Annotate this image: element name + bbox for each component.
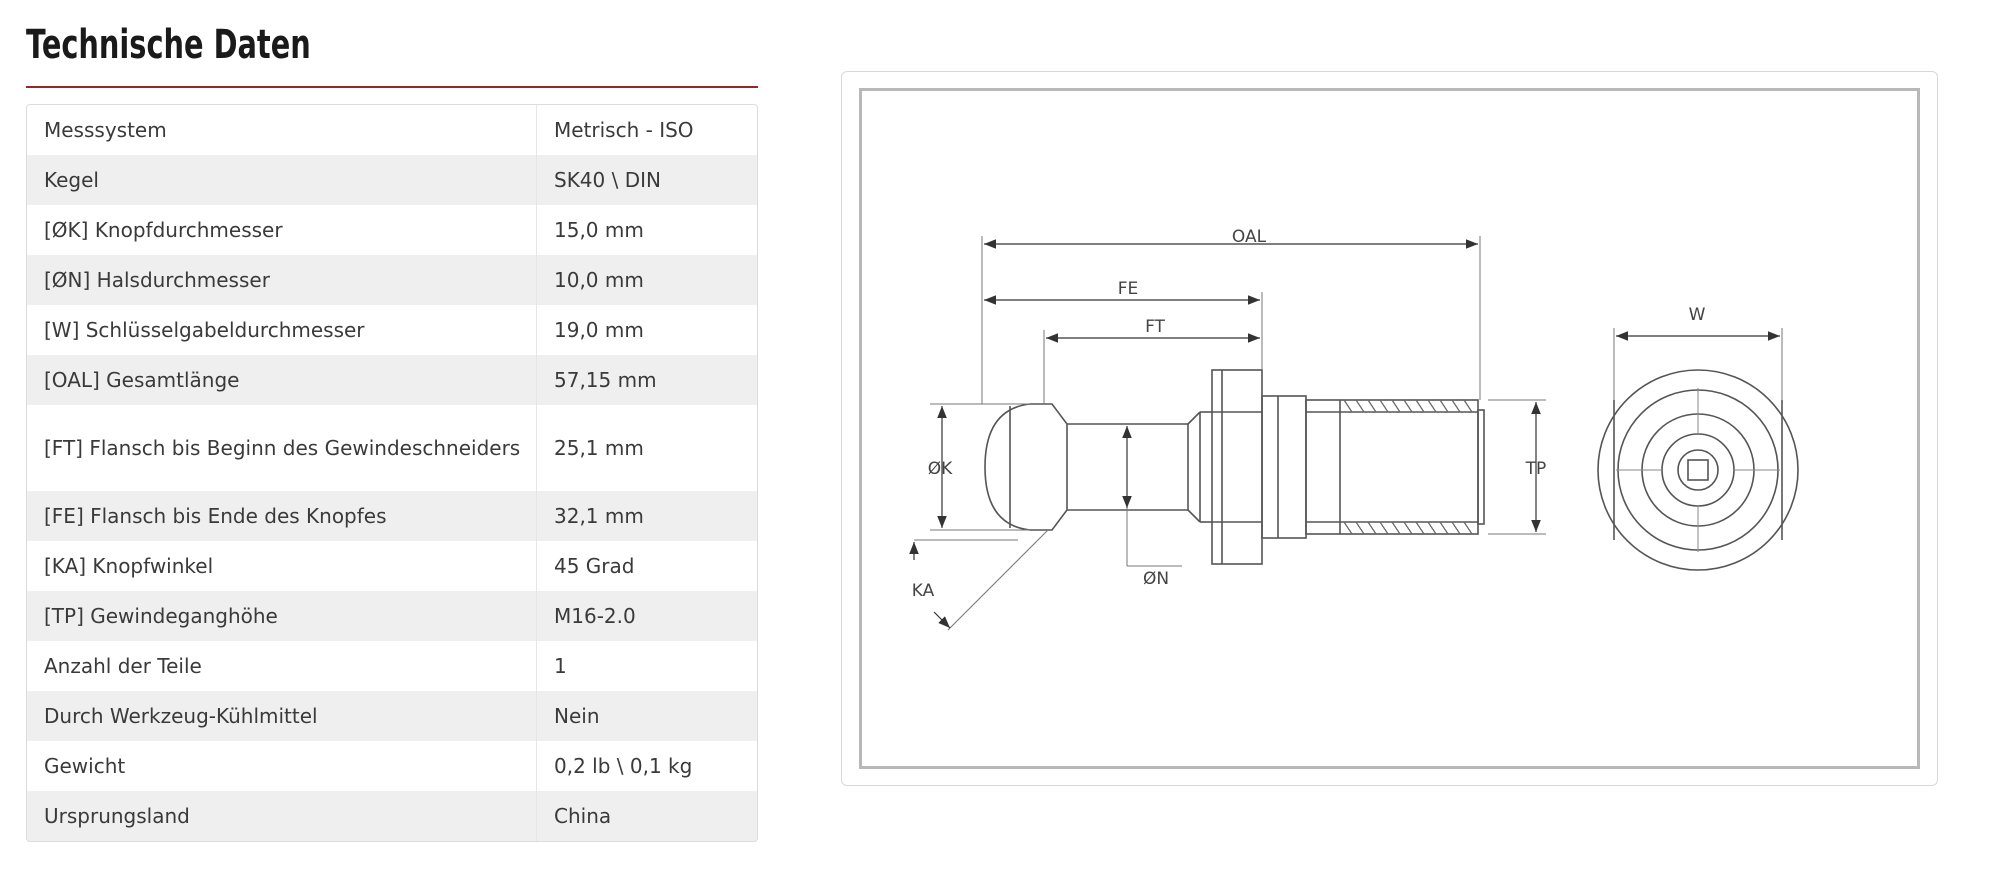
- w-label: W: [1689, 305, 1706, 325]
- ka-label: KA: [912, 581, 935, 601]
- center-lines: [1616, 388, 1780, 552]
- spec-label: Messsystem: [44, 117, 167, 142]
- on-label: ØN: [1143, 569, 1169, 589]
- spec-label: [FT] Flansch bis Beginn des Gewindeschne…: [44, 435, 521, 460]
- tp-label: TP: [1525, 459, 1547, 479]
- table-row: Messsystem Metrisch - ISO: [27, 105, 757, 155]
- title-divider: [26, 86, 758, 88]
- pull-stud-side-view: [984, 369, 1485, 565]
- spec-value: 57,15 mm: [536, 355, 757, 405]
- table-row: Anzahl der Teile 1: [27, 641, 757, 691]
- spec-value: 1: [536, 641, 757, 691]
- table-row: [W] Schlüsselgabeldurchmesser 19,0 mm: [27, 305, 757, 355]
- spec-label: [W] Schlüsselgabeldurchmesser: [44, 317, 365, 342]
- spec-value: 32,1 mm: [536, 491, 757, 541]
- drawing-panel: [841, 71, 1938, 786]
- spec-value: Nein: [536, 691, 757, 741]
- drawing-frame: [859, 88, 1920, 769]
- dimension-lines: [909, 239, 1780, 629]
- spec-label: [FE] Flansch bis Ende des Knopfes: [27, 491, 537, 541]
- spec-label: Kegel: [27, 155, 537, 205]
- spec-label: Durch Werkzeug-Kühlmittel: [27, 691, 537, 741]
- spec-value: 19,0 mm: [536, 305, 757, 355]
- table-row: [FT] Flansch bis Beginn des Gewindeschne…: [27, 405, 757, 491]
- spec-value: 0,2 lb \ 0,1 kg: [536, 741, 757, 791]
- ft-label: FT: [1145, 317, 1165, 337]
- spec-value: China: [536, 791, 757, 841]
- spec-label: [ØN] Halsdurchmesser: [27, 255, 537, 305]
- spec-label: Ursprungsland: [27, 791, 537, 841]
- spec-value: 45 Grad: [536, 541, 757, 591]
- table-row: Gewicht 0,2 lb \ 0,1 kg: [27, 741, 757, 791]
- spec-label: [TP] Gewindeganghöhe: [27, 591, 537, 641]
- spec-label: Gewicht: [44, 753, 126, 778]
- oal-label: OAL: [1232, 227, 1267, 247]
- spec-value: 25,1 mm: [536, 405, 757, 491]
- spec-value: 10,0 mm: [536, 255, 757, 305]
- extension-lines: [914, 236, 1783, 631]
- table-row: [ØK] Knopfdurchmesser 15,0 mm: [27, 205, 757, 255]
- spec-label: [OAL] Gesamtlänge: [27, 355, 537, 405]
- spec-label: [ØK] Knopfdurchmesser: [44, 217, 283, 242]
- thread-hatching: [1343, 399, 1473, 535]
- spec-value: SK40 \ DIN: [536, 155, 757, 205]
- page-title: Technische Daten: [26, 22, 311, 68]
- spec-label: [KA] Knopfwinkel: [44, 553, 214, 578]
- fe-label: FE: [1118, 279, 1139, 299]
- spec-value: M16-2.0: [536, 591, 757, 641]
- spec-value: 15,0 mm: [536, 205, 757, 255]
- ok-label: ØK: [928, 459, 953, 479]
- table-row: [KA] Knopfwinkel 45 Grad: [27, 541, 757, 591]
- spec-label: Anzahl der Teile: [44, 653, 202, 678]
- spec-value: Metrisch - ISO: [536, 105, 757, 155]
